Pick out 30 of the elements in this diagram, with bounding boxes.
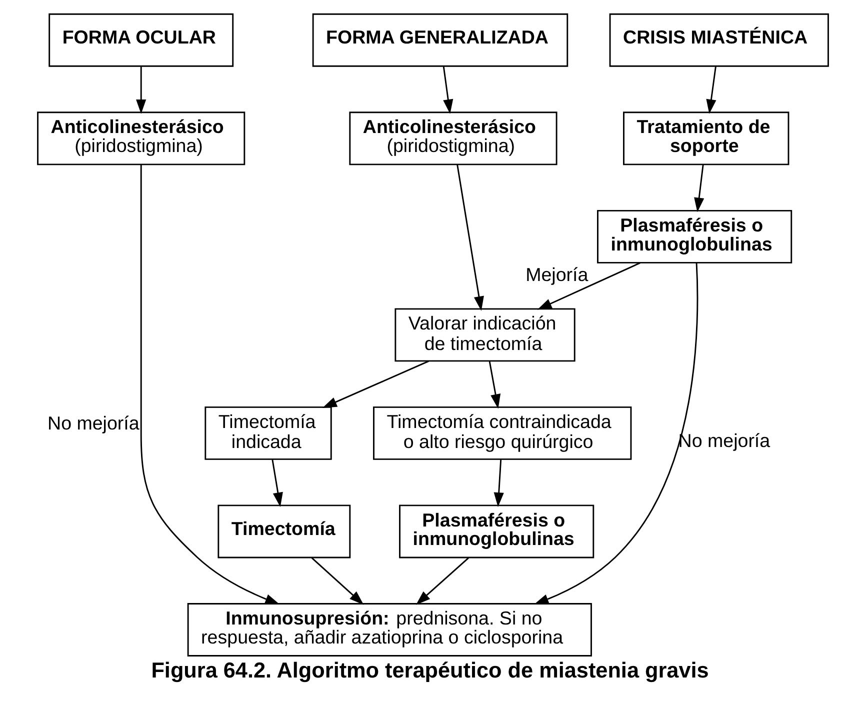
arrow (534, 262, 698, 604)
node-box: FORMA GENERALIZADA (312, 13, 568, 67)
node-box: Tratamiento de soporte (623, 112, 790, 166)
node-box: Anticolinesterásico (piridostigmina) (37, 112, 246, 166)
arrow (694, 164, 704, 212)
node-box: Timectomía (218, 504, 351, 558)
arrow (488, 361, 501, 409)
arrow (456, 164, 484, 311)
node-box: Plasmaféresis o inmunoglobulinas (597, 210, 792, 264)
caption: Figura 64.2. Algoritmo terapéutico de miastenia gravis (151, 657, 709, 682)
arrow (272, 460, 283, 507)
node-box: Valorar indicación de timectomía (394, 308, 576, 362)
arrow (442, 66, 454, 114)
node-box: Inmunosupresión: prednisona. Si no respuesta, añadir azatioprina o ciclosporina (187, 603, 592, 656)
node-box: FORMA OCULAR (48, 13, 234, 67)
node-box: Timectomía contraindicada o alto riesgo quirúrgico (373, 406, 632, 460)
arrow (140, 164, 280, 604)
arrow (494, 460, 504, 507)
arrow (136, 66, 146, 114)
edge-label: Mejoría (526, 264, 588, 285)
node-box: Anticolinesterásico (piridostigmina) (349, 112, 558, 166)
node-box: CRISIS MIASTÉNICA (609, 13, 829, 67)
node-box: Timectomía indicada (204, 406, 332, 460)
arrow (706, 66, 716, 114)
edge-label: No mejoría (48, 412, 140, 434)
arrow (311, 557, 364, 605)
node-box: Plasmaféresis o inmunoglobulinas (399, 504, 594, 558)
arrow (322, 360, 429, 408)
arrow (416, 557, 469, 605)
arrow (537, 262, 640, 310)
